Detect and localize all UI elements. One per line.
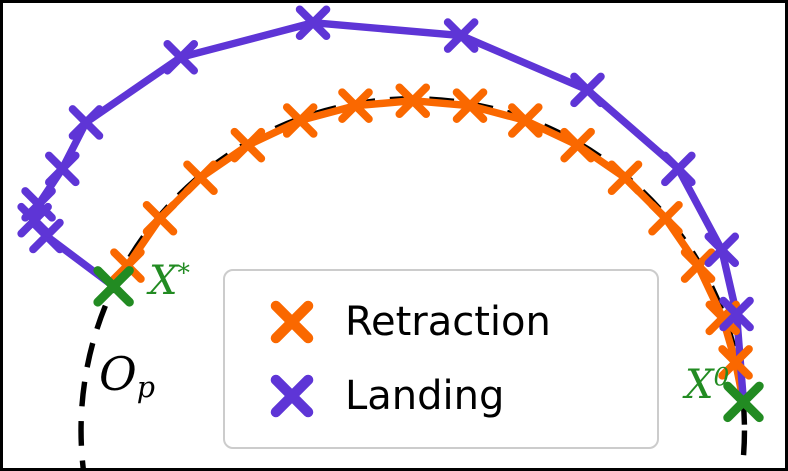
- landing-x-marker: [661, 151, 696, 187]
- retraction-x-marker: [718, 345, 753, 380]
- landing-x-marker: [21, 187, 56, 222]
- legend: Retraction Landing: [223, 269, 659, 449]
- legend-item-retraction: Retraction: [269, 299, 657, 345]
- x-zero-label-sup: 0: [713, 362, 730, 392]
- retraction-x-marker: [607, 160, 643, 196]
- retraction-x-marker: [183, 160, 218, 196]
- retraction-x-marker: [110, 248, 145, 283]
- retraction-x-marker: [282, 103, 318, 138]
- x-zero-marker: [723, 381, 764, 423]
- retraction-x-marker: [142, 200, 178, 236]
- landing-x-marker: [443, 18, 479, 53]
- legend-item-landing: Landing: [269, 373, 657, 419]
- retraction-x-marker: [680, 248, 716, 283]
- retraction-x-marker: [560, 127, 595, 163]
- retraction-x-marker: [230, 127, 266, 163]
- retraction-x-marker: [452, 88, 488, 123]
- manifold-label-base: O: [99, 347, 137, 401]
- retraction-x-icon: [270, 300, 314, 344]
- manifold-label-sub: p: [136, 371, 155, 405]
- retraction-x-marker: [648, 200, 683, 236]
- x-star-label: X*: [149, 261, 190, 301]
- x-zero-label: X0: [685, 365, 729, 405]
- legend-label-retraction: Retraction: [345, 299, 551, 345]
- x-zero-label-base: X: [685, 362, 714, 408]
- retraction-x-marker: [338, 88, 373, 123]
- landing-x-marker: [570, 72, 605, 108]
- x-star-label-base: X: [149, 258, 178, 304]
- x-star-label-sup: *: [177, 258, 190, 288]
- landing-x-icon: [270, 374, 314, 418]
- legend-label-landing: Landing: [345, 373, 505, 419]
- landing-x-marker: [719, 296, 754, 332]
- retraction-x-marker: [508, 103, 543, 138]
- landing-x-marker: [45, 151, 80, 187]
- landing-x-marker: [704, 232, 740, 268]
- landing-x-marker: [68, 105, 104, 140]
- trajectory-plot: [17, 5, 764, 468]
- manifold-label: Op: [99, 351, 155, 403]
- landing-x-marker: [295, 5, 331, 41]
- retraction-x-marker: [395, 83, 431, 119]
- x-star-marker: [93, 266, 134, 307]
- landing-x-marker: [163, 40, 199, 75]
